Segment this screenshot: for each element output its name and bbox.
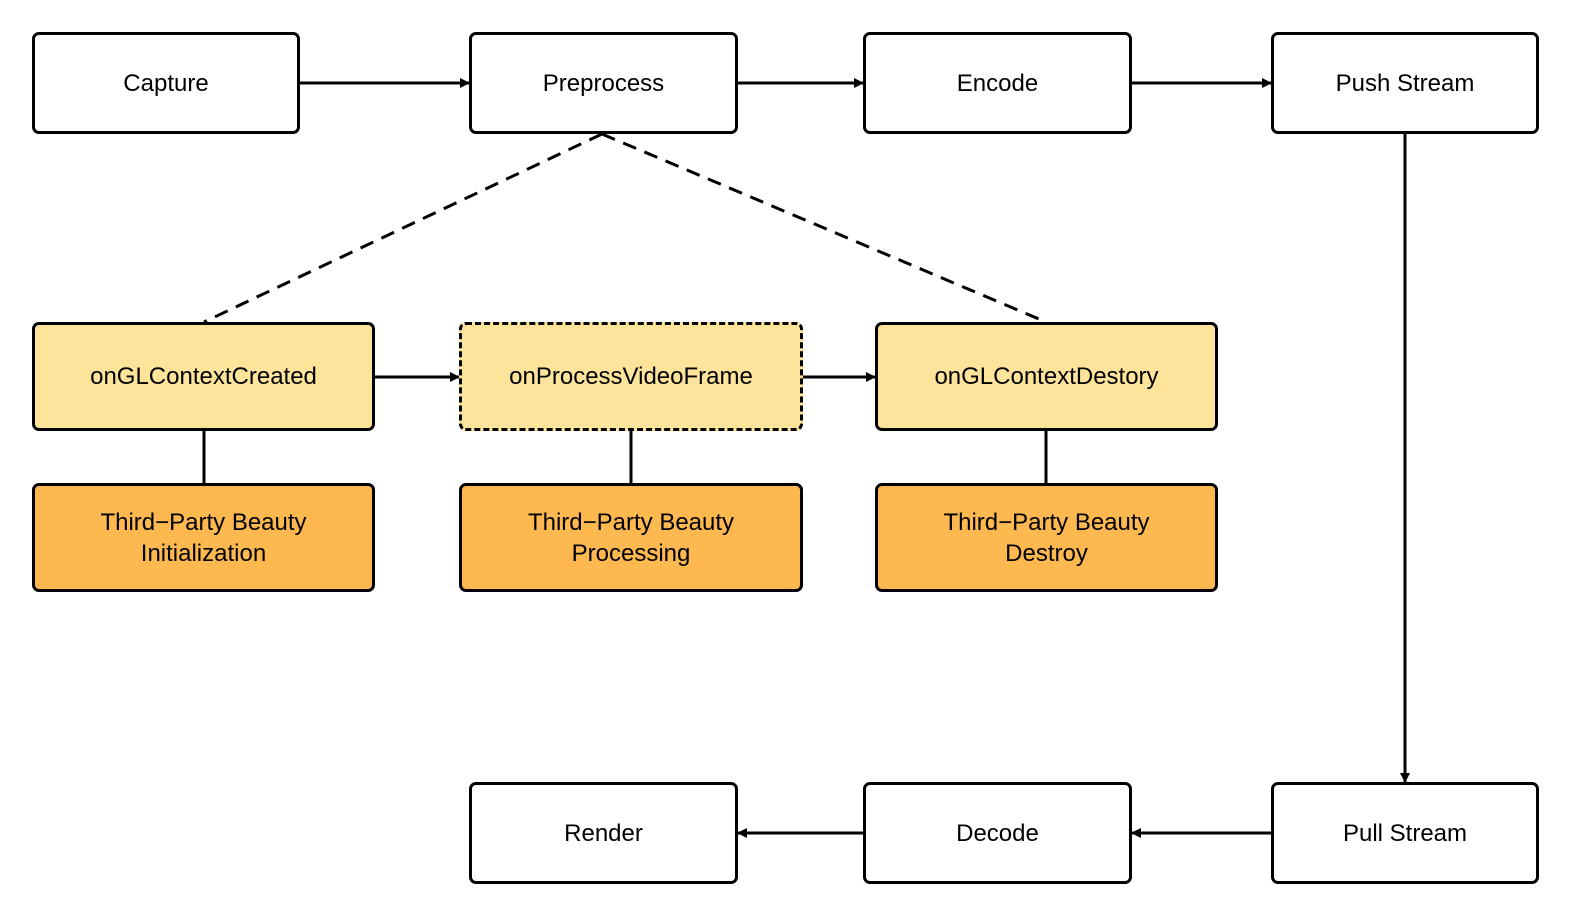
on-gl-context-created-node: onGLContextCreated xyxy=(32,322,375,431)
push-stream-label: Push Stream xyxy=(1335,69,1475,97)
preprocess-node: Preprocess xyxy=(469,32,738,134)
pull-stream-node: Pull Stream xyxy=(1271,782,1539,884)
on-process-video-frame-label: onProcessVideoFrame xyxy=(509,363,753,390)
preprocess-label: Preprocess xyxy=(542,69,665,97)
encode-node: Encode xyxy=(863,32,1132,134)
dashed-link-preprocess-destroy xyxy=(601,132,1047,324)
decode-label: Decode xyxy=(956,819,1039,847)
beauty-initialization-label: Third−Party Beauty Initialization xyxy=(100,508,307,567)
beauty-processing-node: Third−Party Beauty Processing xyxy=(459,483,803,592)
on-gl-context-created-label: onGLContextCreated xyxy=(90,363,317,390)
encode-label: Encode xyxy=(956,69,1039,97)
push-stream-node: Push Stream xyxy=(1271,32,1539,134)
beauty-destroy-node: Third−Party Beauty Destroy xyxy=(875,483,1218,592)
render-node: Render xyxy=(469,782,738,884)
decode-node: Decode xyxy=(863,782,1132,884)
on-process-video-frame-node: onProcessVideoFrame xyxy=(459,322,803,431)
beauty-initialization-node: Third−Party Beauty Initialization xyxy=(32,483,375,592)
beauty-destroy-label: Third−Party Beauty Destroy xyxy=(943,508,1150,567)
on-gl-context-destroy-label: onGLContextDestory xyxy=(934,363,1159,390)
dashed-link-preprocess-created xyxy=(203,132,603,324)
capture-label: Capture xyxy=(123,69,209,97)
on-gl-context-destroy-node: onGLContextDestory xyxy=(875,322,1218,431)
beauty-processing-label: Third−Party Beauty Processing xyxy=(527,508,735,567)
capture-node: Capture xyxy=(32,32,300,134)
pull-stream-label: Pull Stream xyxy=(1342,819,1468,847)
render-label: Render xyxy=(564,819,643,847)
